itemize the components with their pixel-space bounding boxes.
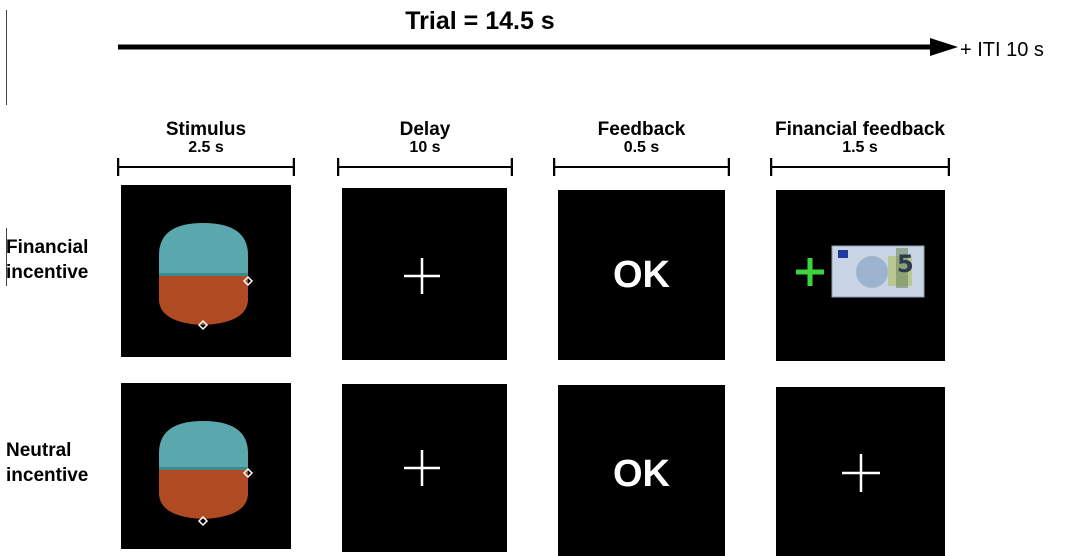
financial-feedback-panel-neutral (776, 387, 945, 556)
stage-title: Stimulus (165, 119, 247, 140)
banknote-denomination: 5 (897, 250, 914, 278)
stage-title: Feedback (597, 119, 686, 140)
delay-panel-financial (342, 188, 507, 360)
duration-bracket (337, 158, 513, 176)
stimulus-target-shape (159, 223, 254, 331)
left-border-line (6, 10, 7, 105)
euro-banknote-icon: 5 (831, 245, 925, 298)
stage-header-feedback: Feedback 0.5 s (553, 120, 730, 178)
stage-title: Delay (399, 119, 451, 140)
row-label-line: incentive (6, 262, 89, 283)
row-label-line: Financial (6, 237, 89, 258)
iti-duration-label: + ITI 10 s (960, 39, 1044, 61)
feedback-panel-financial: OK (558, 190, 725, 360)
financial-feedback-panel-financial: 5 (776, 190, 945, 361)
feedback-ok-text: OK (613, 254, 670, 296)
stage-header-stimulus: Stimulus 2.5 s (117, 120, 295, 178)
row-label-line: incentive (6, 465, 89, 486)
stimulus-panel-neutral (121, 383, 291, 549)
euro-banknote-reward: 5 (796, 245, 925, 298)
stage-title: Financial feedback (774, 119, 945, 140)
stage-duration: 2.5 s (188, 139, 224, 156)
fixation-cross-icon (842, 454, 880, 492)
green-cross-icon (796, 258, 824, 286)
duration-bracket (553, 158, 730, 176)
stage-duration: 10 s (409, 139, 441, 156)
row-label-line: Neutral (6, 440, 72, 461)
trial-timeline-arrow (118, 38, 958, 56)
stage-header-financial-feedback: Financial feedback 1.5 s (770, 120, 950, 178)
stage-duration: 0.5 s (623, 139, 660, 156)
feedback-ok-text: OK (613, 453, 670, 495)
stimulus-panel-financial (121, 185, 291, 357)
delay-panel-neutral (342, 384, 507, 552)
fixation-cross-icon (404, 258, 440, 294)
fixation-cross-icon (404, 450, 440, 486)
stage-header-delay: Delay 10 s (337, 120, 513, 178)
row-label-neutral: Neutral incentive (6, 438, 88, 488)
duration-bracket (117, 158, 295, 176)
duration-bracket (770, 158, 950, 176)
trial-duration-title: Trial = 14.5 s (405, 7, 555, 35)
feedback-panel-neutral: OK (558, 385, 725, 556)
stimulus-target-shape (159, 421, 254, 527)
left-border-line-lower (6, 228, 7, 286)
row-label-financial: Financial incentive (6, 235, 88, 285)
stage-duration: 1.5 s (842, 139, 878, 156)
